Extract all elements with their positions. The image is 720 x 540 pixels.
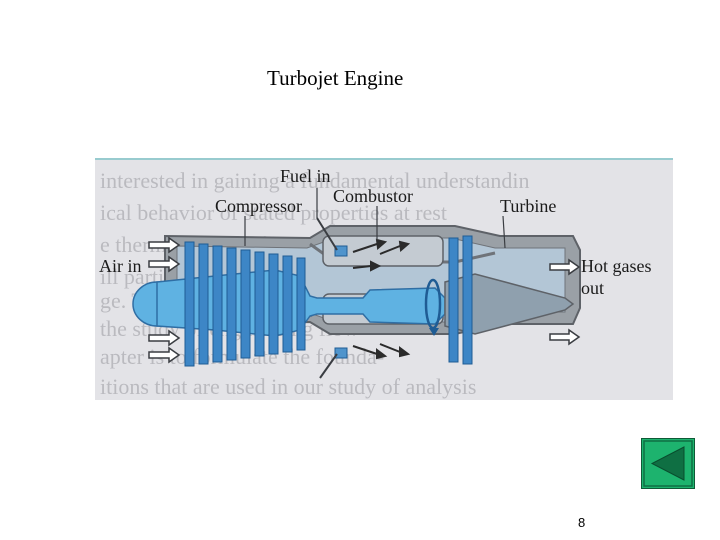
- air-in-arrows: [148, 236, 181, 364]
- hot-gases-arrows: [549, 258, 581, 346]
- turbine-blades: [448, 235, 473, 365]
- compressor-blades: [184, 241, 306, 367]
- label-air-in: Air in: [99, 256, 142, 276]
- back-triangle-icon: [650, 446, 685, 481]
- flow-arrows: [352, 238, 411, 360]
- leader-lines: [244, 188, 506, 249]
- label-compressor: Compressor: [215, 196, 302, 216]
- back-nav-button[interactable]: [641, 438, 695, 489]
- slide-title: Turbojet Engine: [267, 66, 404, 90]
- svg-text:interested in gaining a fundam: interested in gaining a fundamental unde…: [100, 168, 529, 193]
- label-turbine: Turbine: [500, 196, 556, 216]
- label-hot-gases-out: out: [581, 278, 604, 298]
- label-combustor: Combustor: [333, 186, 413, 206]
- rotation-arrowhead-icon: [429, 328, 439, 336]
- svg-text:itions that are used in our st: itions that are used in our study of ana…: [100, 374, 476, 399]
- label-hot-gases: Hot gases: [581, 256, 652, 276]
- label-fuel-in: Fuel in: [280, 166, 331, 186]
- turbojet-engine-diagram: interested in gaining a fundamental unde…: [95, 158, 673, 400]
- fuel-nozzle: [334, 245, 348, 359]
- svg-text:ical behavior of stated proper: ical behavior of stated properties at re…: [100, 200, 447, 225]
- page-number: 8: [578, 515, 586, 530]
